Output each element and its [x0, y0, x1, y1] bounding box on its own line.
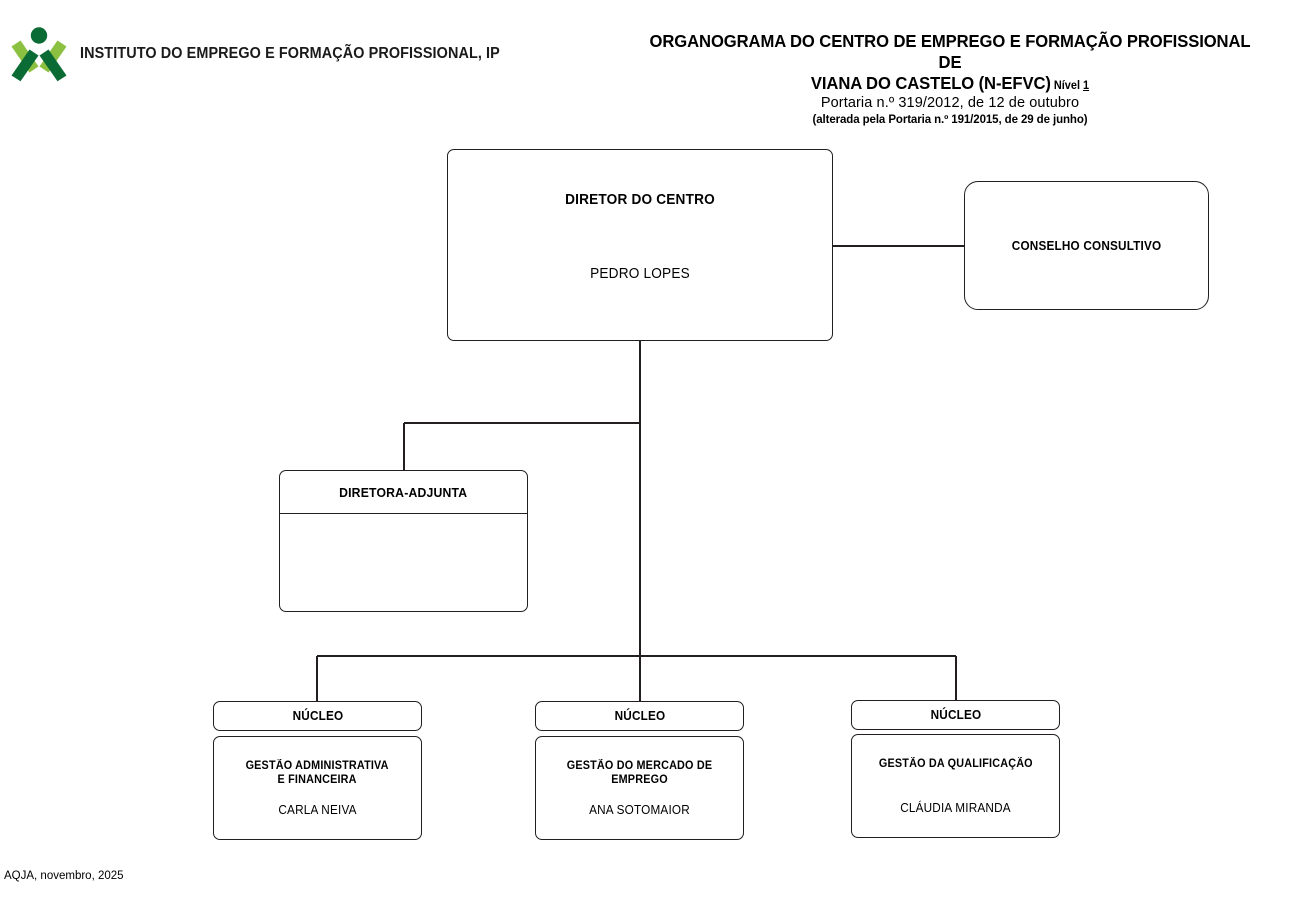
- nucleo-header-2[interactable]: NÚCLEO: [851, 700, 1060, 730]
- title-line-2-wrap: VIANA DO CASTELO (N-EFVC) Nível 1: [637, 73, 1264, 97]
- title-line-2: VIANA DO CASTELO (N-EFVC): [810, 73, 1051, 93]
- ifp-two-figures-logo-icon: [11, 27, 67, 82]
- nucleo-person-2: CLÁUDIA MIRANDA: [900, 801, 1011, 815]
- node-advisory-council[interactable]: CONSELHO CONSULTIVO: [964, 181, 1209, 310]
- director-person: PEDRO LOPES: [590, 266, 690, 282]
- nucleo-person-0: CARLA NEIVA: [278, 803, 357, 817]
- subtitle-line-1: Portaria n.º 319/2012, de 12 de outubro: [820, 95, 1080, 111]
- node-deputy-director[interactable]: DIRETORA-ADJUNTA: [279, 470, 528, 612]
- page-title: ORGANOGRAMA DO CENTRO DE EMPREGO E FORMA…: [620, 31, 1280, 97]
- title-level-number: 1: [1083, 80, 1090, 92]
- nucleo-header-1[interactable]: NÚCLEO: [535, 701, 744, 731]
- brand-lockup: INSTITUTO DO EMPREGO E FORMAÇÃO PROFISSI…: [8, 26, 531, 82]
- nucleo-body-2[interactable]: GESTÃO DA QUALIFICAÇÃO CLÁUDIA MIRANDA: [851, 734, 1060, 838]
- nucleo-header-label-1: NÚCLEO: [614, 709, 665, 723]
- nucleo-person-1: ANA SOTOMAIOR: [589, 803, 690, 817]
- deputy-title: DIRETORA-ADJUNTA: [339, 484, 468, 500]
- page-subtitle: Portaria n.º 319/2012, de 12 de outubro …: [700, 94, 1200, 128]
- nucleo-title-1: GESTÃO DO MERCADO DE EMPREGO: [566, 760, 713, 786]
- subtitle-line-2: (alterada pela Portaria n.º 191/2015, de…: [812, 114, 1088, 126]
- director-title: DIRETOR DO CENTRO: [565, 192, 715, 208]
- advisory-title: CONSELHO CONSULTIVO: [1011, 238, 1162, 253]
- deputy-body: [280, 514, 527, 611]
- nucleo-header-0[interactable]: NÚCLEO: [213, 701, 422, 731]
- nucleo-header-label-2: NÚCLEO: [930, 708, 981, 722]
- deputy-header: DIRETORA-ADJUNTA: [280, 471, 527, 514]
- title-level: Nível 1: [1053, 80, 1090, 92]
- title-line-1: ORGANOGRAMA DO CENTRO DE EMPREGO E FORMA…: [649, 31, 1251, 72]
- brand-name: INSTITUTO DO EMPREGO E FORMAÇÃO PROFISSI…: [80, 45, 500, 62]
- nucleo-header-label-0: NÚCLEO: [292, 709, 343, 723]
- node-director[interactable]: DIRETOR DO CENTRO PEDRO LOPES: [447, 149, 833, 341]
- nucleo-body-1[interactable]: GESTÃO DO MERCADO DE EMPREGO ANA SOTOMAI…: [535, 736, 744, 840]
- footer-note: AQJA, novembro, 2025: [4, 870, 124, 882]
- nucleo-title-2: GESTÃO DA QUALIFICAÇÃO: [878, 758, 1033, 770]
